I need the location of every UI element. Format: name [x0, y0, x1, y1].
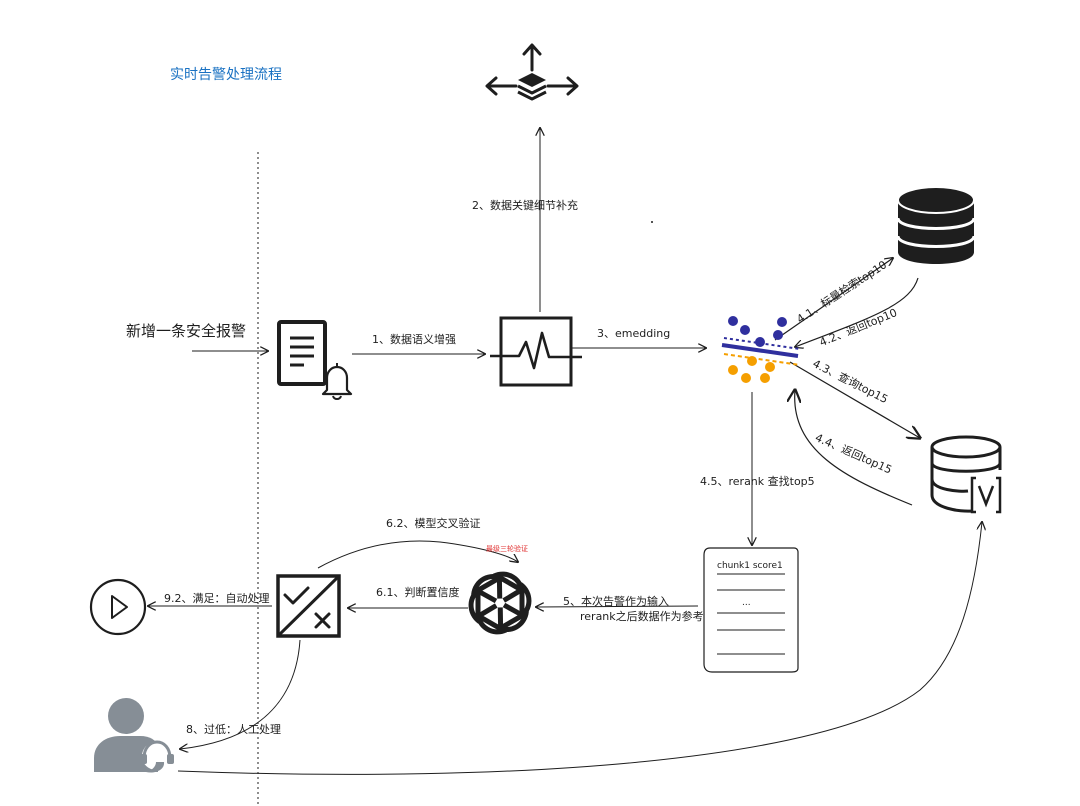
document-bell-icon: [277, 320, 353, 400]
arrow-step62: [317, 540, 518, 569]
arrow-step5: [536, 606, 699, 607]
step5-label-line1: 5、本次告警作为输入: [563, 595, 669, 608]
activity-monitor-icon: [490, 316, 582, 387]
stray-dot: [651, 221, 653, 223]
openai-logo-icon: [468, 571, 532, 635]
step92-label: 9.2、满足：自动处理: [164, 592, 270, 605]
vector-database-icon: [930, 435, 1002, 514]
database-icon: [896, 186, 976, 264]
check-cross-decision-icon: [276, 574, 341, 638]
step8-label: 8、过低：人工处理: [186, 723, 281, 736]
vector-split-icon: [721, 316, 801, 383]
arrow-step42: [795, 277, 919, 347]
arrow-feedback: [177, 522, 982, 775]
input-label: 新增一条安全报警: [126, 322, 247, 340]
chunk-ellipsis: ...: [742, 598, 751, 608]
step62-note: 最级三轮验证: [486, 545, 528, 553]
chunk-heading: chunk1 score1: [717, 561, 783, 571]
arrow-step43: [789, 361, 920, 438]
arrow-step8: [180, 639, 301, 749]
step5-label-line2: rerank之后数据作为参考: [580, 610, 704, 623]
step61-label: 6.1、判断置信度: [376, 586, 460, 599]
layers-move-icon: [485, 43, 579, 101]
step3-label: 3、emedding: [597, 327, 671, 340]
arrow-step44: [795, 390, 913, 506]
arrow-step41: [774, 258, 893, 341]
step1-label: 1、数据语义增强: [372, 333, 456, 346]
support-person-icon: [94, 698, 174, 773]
chunk-list-document: [703, 547, 799, 673]
step45-label: 4.5、rerank 查找top5: [700, 475, 815, 488]
step62-label: 6.2、模型交叉验证: [386, 517, 481, 530]
diagram-title: 实时告警处理流程: [170, 67, 282, 83]
play-circle-icon: [89, 578, 147, 636]
step2-label: 2、数据关键细节补充: [472, 199, 578, 212]
